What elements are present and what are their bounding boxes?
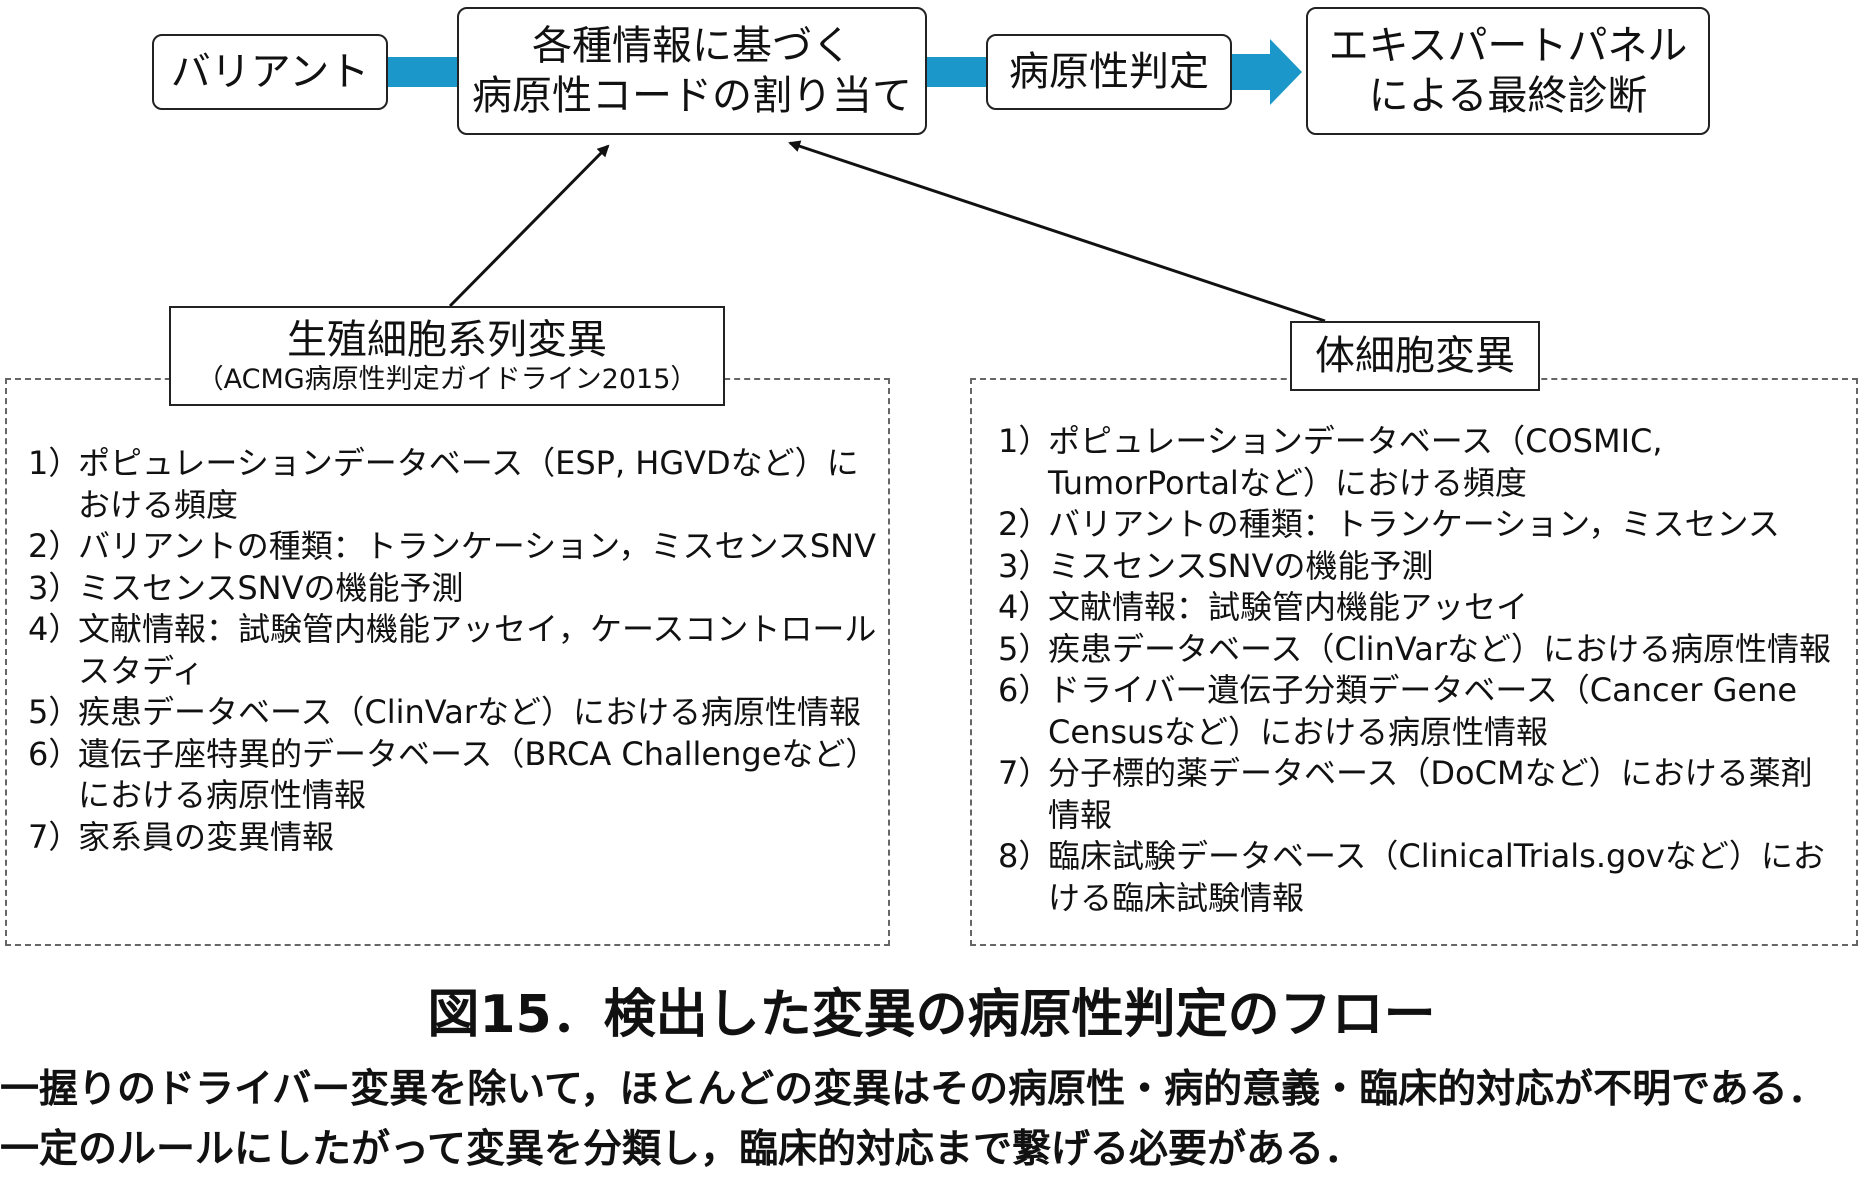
criterion-text: 文献情報：試験管内機能アッセイ，ケースコントロールスタディ bbox=[78, 610, 877, 690]
criterion-number: 1） bbox=[998, 422, 1051, 460]
criterion-number: 8） bbox=[998, 837, 1051, 875]
flow-arrow-judge-to-final bbox=[1230, 39, 1302, 105]
germline-criterion-item: 2）バリアントの種類：トランケーション，ミスセンスSNV bbox=[28, 526, 878, 568]
somatic-to-assign-arrow bbox=[788, 140, 1326, 323]
criterion-number: 5） bbox=[28, 693, 81, 731]
germline-criterion-item: 7）家系員の変異情報 bbox=[28, 817, 878, 859]
somatic-criterion-item: 5）疾患データベース（ClinVarなど）における病原性情報 bbox=[998, 629, 1843, 671]
criterion-text: 文献情報：試験管内機能アッセイ bbox=[1048, 588, 1529, 626]
somatic-criterion-item: 6）ドライバー遺伝子分類データベース（Cancer Gene Censusなど）… bbox=[998, 670, 1843, 753]
flow-arrow-variant-to-assign bbox=[388, 57, 458, 87]
criterion-text: 疾患データベース（ClinVarなど）における病原性情報 bbox=[78, 693, 861, 731]
final-label-line2: による最終診断 bbox=[1368, 73, 1648, 119]
somatic-criterion-item: 3）ミスセンスSNVの機能予測 bbox=[998, 546, 1843, 588]
germline-criterion-item: 3）ミスセンスSNVの機能予測 bbox=[28, 568, 878, 610]
assign-label-line1: 各種情報に基づく bbox=[532, 23, 852, 69]
criterion-text: ポピュレーションデータベース（COSMIC, TumorPortalなど）におけ… bbox=[1048, 422, 1663, 502]
criterion-number: 6） bbox=[998, 671, 1051, 709]
somatic-criterion-item: 7）分子標的薬データベース（DoCMなど）における薬剤情報 bbox=[998, 753, 1843, 836]
assign-label-line2: 病原性コードの割り当て bbox=[472, 73, 912, 119]
somatic-criterion-item: 8）臨床試験データベース（ClinicalTrials.govなど）における臨床… bbox=[998, 836, 1843, 919]
figure-description: 一握りのドライバー変異を除いて，ほとんどの変異はその病原性・病的意義・臨床的対応… bbox=[0, 1067, 1827, 1172]
germline-criterion-item: 4）文献情報：試験管内機能アッセイ，ケースコントロールスタディ bbox=[28, 609, 878, 692]
figure-caption: 図15．検出した変異の病原性判定のフロー bbox=[427, 985, 1436, 1045]
germline-subtitle: （ACMG病原性判定ガイドライン2015） bbox=[196, 364, 698, 395]
criterion-number: 6） bbox=[28, 734, 81, 773]
somatic-criterion-item: 1）ポピュレーションデータベース（COSMIC, TumorPortalなど）に… bbox=[998, 421, 1843, 504]
flow-arrow-assign-to-judge bbox=[926, 57, 988, 87]
criterion-text: ミスセンスSNVの機能予測 bbox=[1048, 546, 1434, 585]
germline-title-box: 生殖細胞系列変異 （ACMG病原性判定ガイドライン2015） bbox=[169, 306, 725, 406]
somatic-criterion-item: 4）文献情報：試験管内機能アッセイ bbox=[998, 587, 1843, 629]
judge-label: 病原性判定 bbox=[1009, 49, 1209, 95]
criterion-text: 遺伝子座特異的データベース（BRCA Challengeなど）における病原性情報 bbox=[78, 734, 878, 815]
criterion-number: 5） bbox=[998, 629, 1051, 668]
germline-title: 生殖細胞系列変異 bbox=[287, 317, 607, 363]
somatic-criterion-item: 2）バリアントの種類：トランケーション，ミスセンス bbox=[998, 504, 1843, 546]
final-label-line1: エキスパートパネル bbox=[1328, 23, 1688, 69]
criterion-text: ドライバー遺伝子分類データベース（Cancer Gene Censusなど）にお… bbox=[1048, 671, 1798, 751]
germline-to-assign-arrow bbox=[448, 144, 610, 308]
criterion-number: 1） bbox=[28, 444, 81, 482]
criterion-text: バリアントの種類：トランケーション，ミスセンスSNV bbox=[78, 527, 876, 565]
criterion-number: 7） bbox=[28, 817, 81, 856]
criterion-text: バリアントの種類：トランケーション，ミスセンス bbox=[1048, 505, 1780, 543]
criterion-number: 3） bbox=[28, 568, 81, 607]
criterion-number: 2） bbox=[998, 505, 1051, 543]
pathogenicity-judgment-box: 病原性判定 bbox=[986, 34, 1232, 110]
somatic-criteria-list: 1）ポピュレーションデータベース（COSMIC, TumorPortalなど）に… bbox=[998, 421, 1843, 919]
criterion-text: 疾患データベース（ClinVarなど）における病原性情報 bbox=[1048, 629, 1831, 668]
somatic-title-box: 体細胞変異 bbox=[1290, 321, 1540, 391]
variant-box: バリアント bbox=[152, 34, 388, 110]
criterion-text: ミスセンスSNVの機能予測 bbox=[78, 568, 464, 607]
germline-criterion-item: 1）ポピュレーションデータベース（ESP, HGVDなど）における頻度 bbox=[28, 443, 878, 526]
pathogenicity-code-assignment-box: 各種情報に基づく 病原性コードの割り当て bbox=[457, 7, 927, 135]
criterion-text: 分子標的薬データベース（DoCMなど）における薬剤情報 bbox=[1048, 754, 1813, 834]
criterion-number: 3） bbox=[998, 546, 1051, 585]
criterion-text: 臨床試験データベース（ClinicalTrials.govなど）における臨床試験… bbox=[1048, 837, 1825, 917]
germline-criterion-item: 5）疾患データベース（ClinVarなど）における病原性情報 bbox=[28, 692, 878, 734]
germline-criterion-item: 6）遺伝子座特異的データベース（BRCA Challengeなど）における病原性… bbox=[28, 734, 878, 817]
criterion-number: 4） bbox=[998, 588, 1051, 626]
criterion-number: 2） bbox=[28, 527, 81, 565]
criterion-text: ポピュレーションデータベース（ESP, HGVDなど）における頻度 bbox=[78, 444, 859, 524]
expert-panel-final-diagnosis-box: エキスパートパネル による最終診断 bbox=[1306, 7, 1710, 135]
criterion-text: 家系員の変異情報 bbox=[78, 817, 335, 856]
somatic-title: 体細胞変異 bbox=[1315, 333, 1515, 379]
criterion-number: 7） bbox=[998, 754, 1051, 792]
criterion-number: 4） bbox=[28, 610, 81, 648]
variant-label: バリアント bbox=[170, 49, 370, 95]
